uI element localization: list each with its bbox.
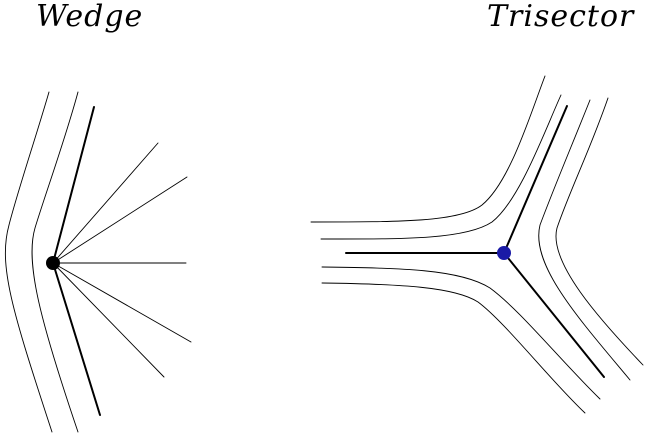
trisector-singular-point (497, 246, 511, 260)
wedge-flow-line-inner (31, 91, 79, 433)
wedge-separatrix-upper (52, 106, 95, 264)
trisector-diagram (310, 75, 644, 414)
trisector-flow-line (321, 266, 601, 400)
wedge-ray (52, 262, 165, 378)
trisector-separatrix-upper (503, 105, 568, 254)
trisector-flow-line (320, 94, 562, 240)
wedge-ray (52, 142, 159, 264)
trisector-title: Trisector (487, 0, 635, 34)
wedge-ray (52, 176, 188, 264)
wedge-diagram (4, 91, 192, 433)
trisector-flow-line (538, 99, 631, 381)
wedge-singular-point (46, 256, 60, 270)
wedge-flow-line-outer (4, 91, 53, 433)
trisector-flow-line (555, 97, 644, 366)
trisector-separatrix-lower (503, 252, 605, 378)
wedge-title: Wedge (36, 0, 144, 34)
wedge-ray (52, 262, 192, 343)
trisector-flow-line (310, 75, 546, 223)
wedge-separatrix-lower (52, 262, 101, 416)
trisector-flow-line (321, 282, 586, 414)
